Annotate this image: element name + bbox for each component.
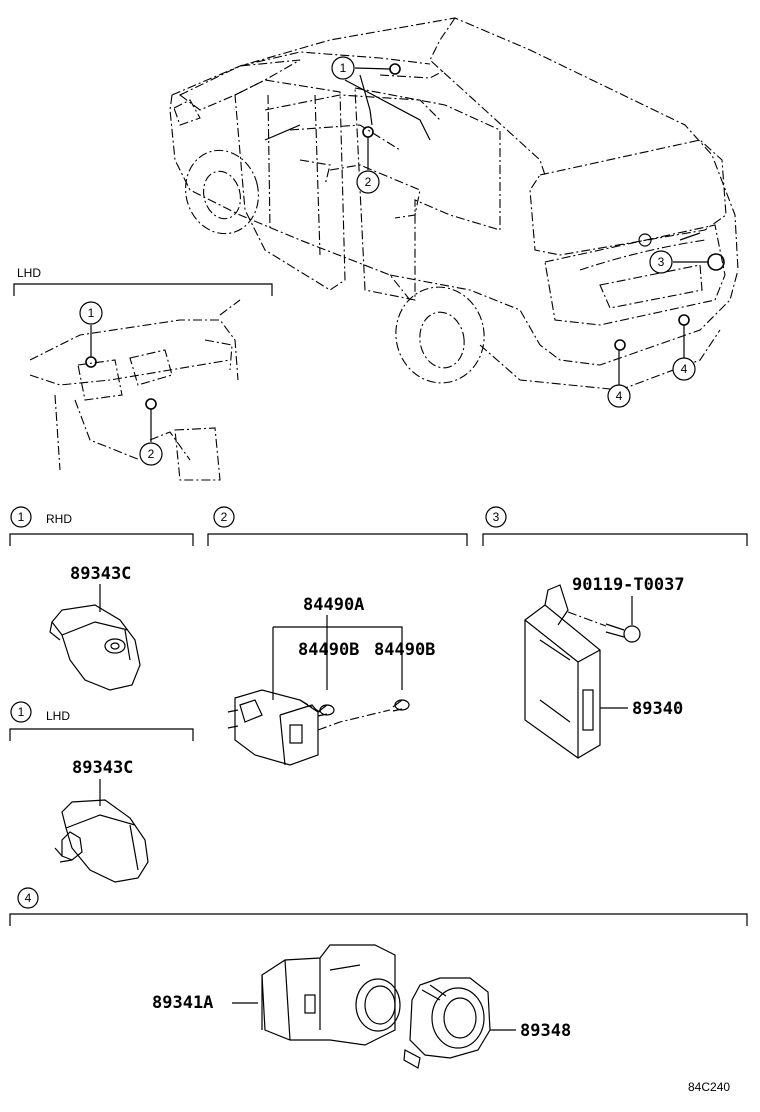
callout-vehicle-1: 1 (331, 56, 391, 80)
part-84490b-right: 84490B (374, 640, 435, 660)
section-2: 2 84490A 84490B 84490B (207, 506, 468, 766)
svg-text:LHD: LHD (46, 709, 70, 723)
callout-lhd-1: 1 (79, 301, 103, 357)
section-1-lhd: 1 LHD 89343C (9, 701, 194, 883)
section-4: 4 89341A 89348 (9, 887, 748, 1069)
part-89343c-lhd: 89343C (72, 758, 133, 778)
part-84490b-left: 84490B (298, 640, 359, 660)
svg-text:1: 1 (18, 510, 25, 524)
svg-text:RHD: RHD (46, 512, 72, 526)
part-84490a: 84490A (303, 595, 364, 615)
svg-text:4: 4 (681, 362, 688, 376)
callout-vehicle-2: 2 (356, 137, 380, 194)
lhd-inset-label: LHD (17, 266, 41, 280)
svg-text:4: 4 (25, 891, 32, 905)
svg-text:1: 1 (18, 705, 25, 719)
callout-vehicle-4b: 4 (672, 325, 696, 381)
part-90119-t0037: 90119-T0037 (572, 575, 685, 595)
part-89341a: 89341A (152, 993, 213, 1013)
callout-vehicle-3: 3 (649, 250, 708, 274)
callout-lhd-2: 2 (139, 409, 163, 466)
part-89348: 89348 (520, 1021, 571, 1041)
svg-text:2: 2 (148, 447, 155, 461)
svg-text:3: 3 (658, 255, 665, 269)
part-89343c-rhd: 89343C (70, 564, 131, 584)
section-3: 3 90119-T0037 89340 (482, 506, 748, 759)
svg-text:2: 2 (221, 510, 228, 524)
svg-text:1: 1 (340, 61, 347, 75)
svg-text:3: 3 (493, 510, 500, 524)
vehicle-illustration (169, 17, 739, 391)
lhd-inset: LHD (13, 266, 273, 481)
part-89340: 89340 (632, 699, 683, 719)
svg-text:1: 1 (88, 306, 95, 320)
callout-vehicle-4a: 4 (607, 350, 631, 408)
diagram-code: 84C240 (688, 1080, 730, 1094)
svg-text:2: 2 (365, 175, 372, 189)
section-1-rhd: 1 RHD 89343C (9, 506, 194, 691)
svg-text:4: 4 (616, 389, 623, 403)
